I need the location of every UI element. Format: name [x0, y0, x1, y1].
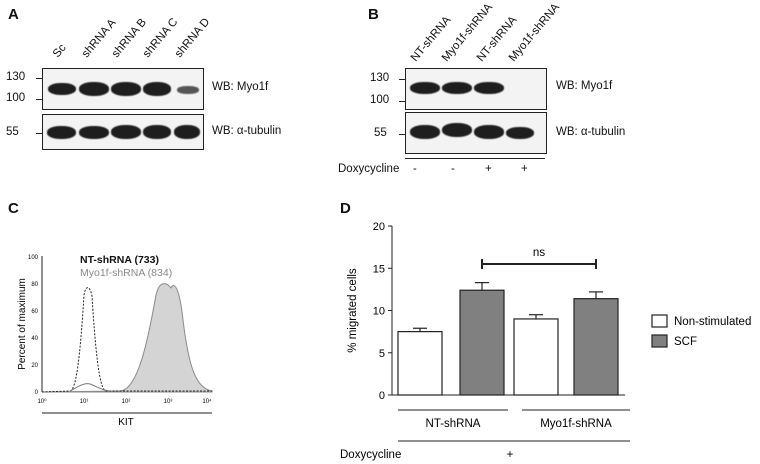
d-ytick-label: 20 — [373, 221, 385, 233]
d-bar-scf — [573, 298, 619, 396]
panel-a-mw-130: 130 — [6, 71, 26, 83]
c-ytick: 40 — [31, 336, 38, 342]
d-legend-label: Non-stimulated — [674, 316, 751, 328]
mw-tick — [36, 99, 42, 100]
d-ytick-label: 10 — [373, 306, 385, 318]
c-xtick: 10⁰ — [37, 398, 47, 405]
blot-band — [410, 125, 440, 139]
c-nt-histogram — [41, 287, 212, 393]
mw-tick — [399, 134, 405, 135]
blot-band — [79, 126, 109, 139]
blot-band — [48, 83, 76, 95]
c-xtick: 10² — [122, 399, 131, 405]
blot-band — [111, 125, 141, 139]
blot-band — [143, 82, 171, 96]
c-myo1f-histogram — [41, 283, 213, 393]
d-group-label: NT-shRNA — [426, 418, 481, 430]
blot-band — [474, 125, 504, 139]
blot-band — [474, 82, 504, 94]
d-ytick-label: 0 — [379, 390, 385, 402]
c-ytick: 60 — [31, 309, 38, 315]
panel-c-histogram: 0 20 40 60 80 100 10⁰ 10¹ 10² 10³ 10⁴ KI… — [17, 254, 213, 428]
panel-b-dox-line — [405, 158, 545, 159]
mw-tick — [399, 101, 405, 102]
panel-b-mw-100: 100 — [370, 94, 390, 106]
panel-a-wb-tubulin: WB: α-tubulin — [212, 125, 282, 137]
panel-b-wb-myo1f: WB: Myo1f — [556, 80, 613, 92]
panel-a-mw-100: 100 — [6, 92, 26, 104]
c-legend-nt: NT-shRNA (733) — [80, 254, 159, 266]
blot-band — [506, 127, 534, 139]
c-xtick: 10⁴ — [202, 398, 212, 405]
blot-band — [442, 123, 472, 137]
mw-tick — [36, 133, 42, 134]
c-legend-myo1f: Myo1f-shRNA (834) — [80, 267, 172, 279]
mw-tick — [36, 78, 42, 79]
c-xtick: 10³ — [164, 399, 173, 405]
d-bar-non-stimulated — [397, 331, 443, 396]
panel-b-mw-55: 55 — [374, 127, 387, 139]
panel-b-myo1f-blot — [405, 68, 547, 110]
blot-band — [111, 82, 141, 96]
c-myo1f-small-peak — [69, 383, 111, 392]
panel-b-dox-value: + — [485, 163, 492, 175]
d-dox-label: Doxycycline — [340, 449, 401, 461]
panel-a-letter: A — [8, 6, 19, 23]
c-ytick: 100 — [28, 255, 39, 261]
panel-b-dox-value: + — [521, 163, 528, 175]
c-ytick: 20 — [31, 363, 38, 369]
panel-b-letter: B — [368, 6, 379, 23]
d-ylabel: % migrated cells — [347, 268, 359, 353]
d-sig-label: ns — [533, 247, 545, 259]
panel-a-wb-myo1f: WB: Myo1f — [212, 81, 269, 93]
d-group-label: Myo1f-shRNA — [540, 418, 612, 430]
c-ylabel: Percent of maximum — [17, 278, 28, 370]
panel-b-wb-tubulin: WB: α-tubulin — [556, 126, 626, 138]
panel-a-tubulin-blot — [42, 114, 204, 150]
c-ytick: 0 — [35, 390, 39, 396]
c-ytick: 80 — [31, 282, 38, 288]
blot-band — [47, 126, 76, 139]
c-y-ticks: 0 20 40 60 80 100 — [28, 255, 39, 396]
panel-b-mw-130: 130 — [370, 72, 390, 84]
c-xlabel: KIT — [118, 417, 134, 428]
blot-band — [79, 82, 109, 96]
panel-b-dox-value: - — [451, 163, 455, 175]
panel-a-mw-55: 55 — [6, 126, 19, 138]
blot-band — [174, 125, 200, 139]
d-dox-value: + — [507, 449, 514, 461]
panel-b-tubulin-blot — [405, 112, 547, 154]
c-xtick: 10¹ — [80, 399, 89, 405]
panel-a-myo1f-blot — [42, 68, 204, 110]
panel-b-dox-value: - — [413, 163, 417, 175]
c-x-ticks: 10⁰ 10¹ 10² 10³ 10⁴ — [37, 398, 212, 405]
blot-band — [143, 125, 171, 139]
blot-band — [177, 86, 199, 94]
panel-a-lane-label: Sc — [50, 42, 69, 60]
panel-c-letter: C — [8, 200, 19, 217]
panel-b-dox-label: Doxycycline — [338, 163, 400, 175]
d-ytick-label: 15 — [373, 263, 385, 275]
d-bar-scf — [459, 289, 505, 396]
d-bar-non-stimulated — [513, 318, 559, 396]
panel-b-lane-label: Myo1f-shRNA — [506, 1, 563, 64]
panel-d-letter: D — [340, 200, 351, 217]
d-ytick-label: 5 — [379, 348, 385, 360]
d-legend-swatch — [651, 314, 668, 328]
blot-band — [442, 82, 472, 94]
blot-band — [410, 82, 440, 94]
d-legend-label: SCF — [674, 336, 697, 348]
mw-tick — [399, 79, 405, 80]
d-legend-swatch — [651, 334, 668, 348]
